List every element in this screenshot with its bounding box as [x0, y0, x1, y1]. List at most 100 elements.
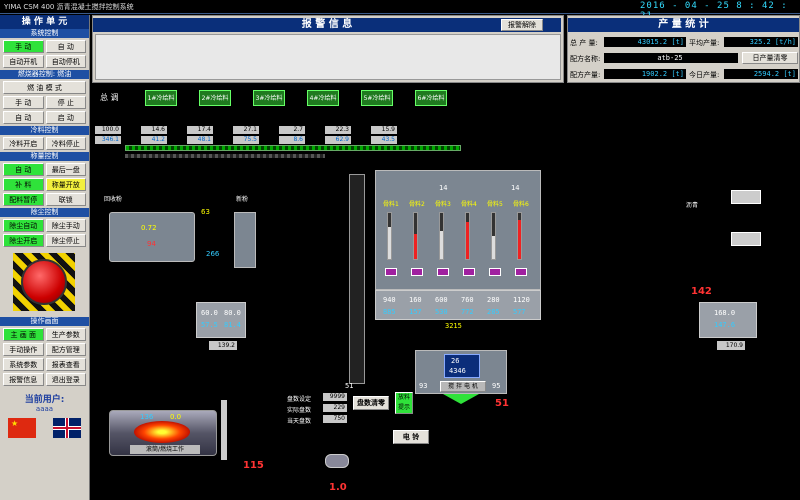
cold-feeder-4[interactable]: 4#冷给料 — [307, 90, 339, 106]
gate-3-icon[interactable] — [437, 268, 449, 276]
discharge-arrow-icon — [443, 394, 479, 404]
recycle-bin — [109, 212, 195, 262]
title-bar: YIMA CSM 400 沥青混凝土搅拌控制系统 2016 - 04 - 25 … — [0, 0, 800, 21]
main-screen-button[interactable]: 主 画 面 — [3, 328, 44, 341]
filler-w4: 81.4 — [224, 321, 241, 329]
release-hint-button[interactable]: 放料 提示 — [395, 392, 413, 414]
elevator-amp: 51 — [345, 382, 354, 390]
panel-header: 操 作 单 元 — [0, 15, 89, 29]
burner-stop-button[interactable]: 停 止 — [45, 96, 86, 109]
fuel-mode-button[interactable]: 燃 油 模 式 — [3, 81, 86, 94]
emergency-stop-button[interactable] — [21, 259, 67, 305]
asphalt-weight: 170.9 — [717, 341, 745, 350]
powder-v-value: 63 — [201, 208, 210, 216]
burner-start-button[interactable]: 启 动 — [45, 111, 86, 124]
logout-button[interactable]: 退出登录 — [45, 373, 86, 386]
auto-button[interactable]: 自 动 — [45, 40, 86, 53]
window-title: YIMA CSM 400 沥青混凝土搅拌控制系统 — [4, 3, 134, 11]
system-param-button[interactable]: 系统参数 — [3, 358, 44, 371]
batch-set-value[interactable]: 9999 — [323, 393, 347, 401]
dust-manual-button[interactable]: 除尘手动 — [45, 219, 86, 232]
dryer-temp: 115 — [243, 460, 264, 471]
feeder-setpoint-2[interactable]: 17.4 — [187, 126, 213, 134]
hot-bins — [375, 170, 541, 290]
auto-start-button[interactable]: 自动开机 — [3, 55, 44, 68]
cold-on-button[interactable]: 冷料开启 — [3, 137, 44, 150]
weigh-open-button[interactable]: 称量开放 — [45, 178, 86, 191]
alarm-title: 报 警 信 息 — [93, 18, 561, 32]
dust-open-button[interactable]: 除尘开启 — [3, 234, 44, 247]
cold-feeder-1[interactable]: 1#冷给料 — [145, 90, 177, 106]
feeder-setpoint-4[interactable]: 2.7 — [279, 126, 305, 134]
level-fill — [492, 236, 495, 259]
agg-act-6: 577 — [513, 308, 526, 316]
report-button[interactable]: 报表查看 — [45, 358, 86, 371]
filler-weight: 139.2 — [209, 341, 237, 350]
hot-bin-level-1 — [387, 212, 392, 260]
emergency-stop-frame — [13, 253, 75, 311]
alarm-info-button[interactable]: 报警信息 — [3, 373, 44, 386]
production-param-button[interactable]: 生产参数 — [45, 328, 86, 341]
batch-clear-button[interactable]: 盘数清零 — [353, 396, 389, 410]
interlock-button[interactable]: 联锁 — [45, 193, 86, 206]
gate-1-icon[interactable] — [385, 268, 397, 276]
level-fill — [466, 222, 469, 259]
agg-set-6: 1120 — [513, 296, 530, 304]
bell-button[interactable]: 电 铃 — [393, 430, 429, 444]
recipe-output-label: 配方产量: — [570, 71, 601, 79]
gate-5-icon[interactable] — [489, 268, 501, 276]
chinese-flag-icon[interactable]: ★ — [8, 418, 36, 438]
asphalt-temp: 142 — [691, 286, 712, 297]
cold-feeder-5[interactable]: 5#冷给料 — [361, 90, 393, 106]
feeder-setpoint-1[interactable]: 14.6 — [141, 126, 167, 134]
recycle-label: 回收粉 — [104, 196, 123, 203]
weigh-auto-button[interactable]: 自 动 — [3, 163, 44, 176]
cold-feeder-2[interactable]: 2#冷给料 — [199, 90, 231, 106]
feeder-setpoint-3[interactable]: 27.1 — [233, 126, 259, 134]
dust-stop-button[interactable]: 除尘停止 — [45, 234, 86, 247]
total-output-label: 总 产 量: — [570, 39, 598, 47]
auto-stop-button[interactable]: 自动停机 — [45, 55, 86, 68]
feeder-setpoint-0[interactable]: 100.0 — [95, 126, 121, 134]
recipe-manage-button[interactable]: 配方管理 — [45, 343, 86, 356]
alarm-list[interactable] — [95, 34, 561, 80]
filler-hopper: 60.0 80.0 57.5 81.4 — [196, 302, 246, 338]
asph-w1: 168.0 — [714, 309, 736, 317]
batch-set-label: 盘数设定 — [287, 396, 312, 403]
alarm-panel: 报 警 信 息 报警解除 — [92, 15, 564, 83]
uk-flag-icon[interactable] — [53, 418, 81, 438]
hot-bin-label-3: 骨料3 — [435, 201, 451, 208]
manual-op-button[interactable]: 手动操作 — [3, 343, 44, 356]
feeder-setpoint-6[interactable]: 15.9 — [371, 126, 397, 134]
hot-bin-label-2: 骨料2 — [409, 201, 425, 208]
mineral-bin — [234, 212, 256, 268]
mixer-motor-button[interactable]: 搅 拌 电 机 — [440, 381, 486, 392]
burner-auto-button[interactable]: 自 动 — [3, 111, 44, 124]
feeder-setpoint-5[interactable]: 22.3 — [325, 126, 351, 134]
cold-off-button[interactable]: 冷料停止 — [45, 137, 86, 150]
gate-6-icon[interactable] — [515, 268, 527, 276]
aggregate-hopper — [375, 290, 541, 320]
agg-set-2: 160 — [409, 296, 422, 304]
cold-feeder-6[interactable]: 6#冷给料 — [415, 90, 447, 106]
hot-bin-level-5 — [491, 212, 496, 260]
level-fill — [440, 231, 443, 259]
burner-manual-button[interactable]: 手 动 — [3, 96, 44, 109]
batch-pause-button[interactable]: 配料暂停 — [3, 193, 44, 206]
feeder-actual-3: 75.5 — [233, 136, 259, 144]
alarm-clear-button[interactable]: 报警解除 — [501, 19, 543, 31]
filler-w3: 57.5 — [201, 321, 218, 329]
hot-bin-level-6 — [517, 212, 522, 260]
agg-set-1: 940 — [383, 296, 396, 304]
last-batch-button[interactable]: 最后一盘 — [45, 163, 86, 176]
manual-button[interactable]: 手 动 — [3, 40, 44, 53]
gate-4-icon[interactable] — [463, 268, 475, 276]
daily-reset-button[interactable]: 日产量清零 — [742, 52, 798, 64]
gate-2-icon[interactable] — [411, 268, 423, 276]
dust-auto-button[interactable]: 除尘自动 — [3, 219, 44, 232]
agg-fan2: 14 — [511, 184, 520, 192]
hot-elevator — [349, 174, 365, 384]
today-output-value: 2594.2 [t] — [724, 69, 798, 79]
cold-feeder-3[interactable]: 3#冷给料 — [253, 90, 285, 106]
supplement-button[interactable]: 补 料 — [3, 178, 44, 191]
